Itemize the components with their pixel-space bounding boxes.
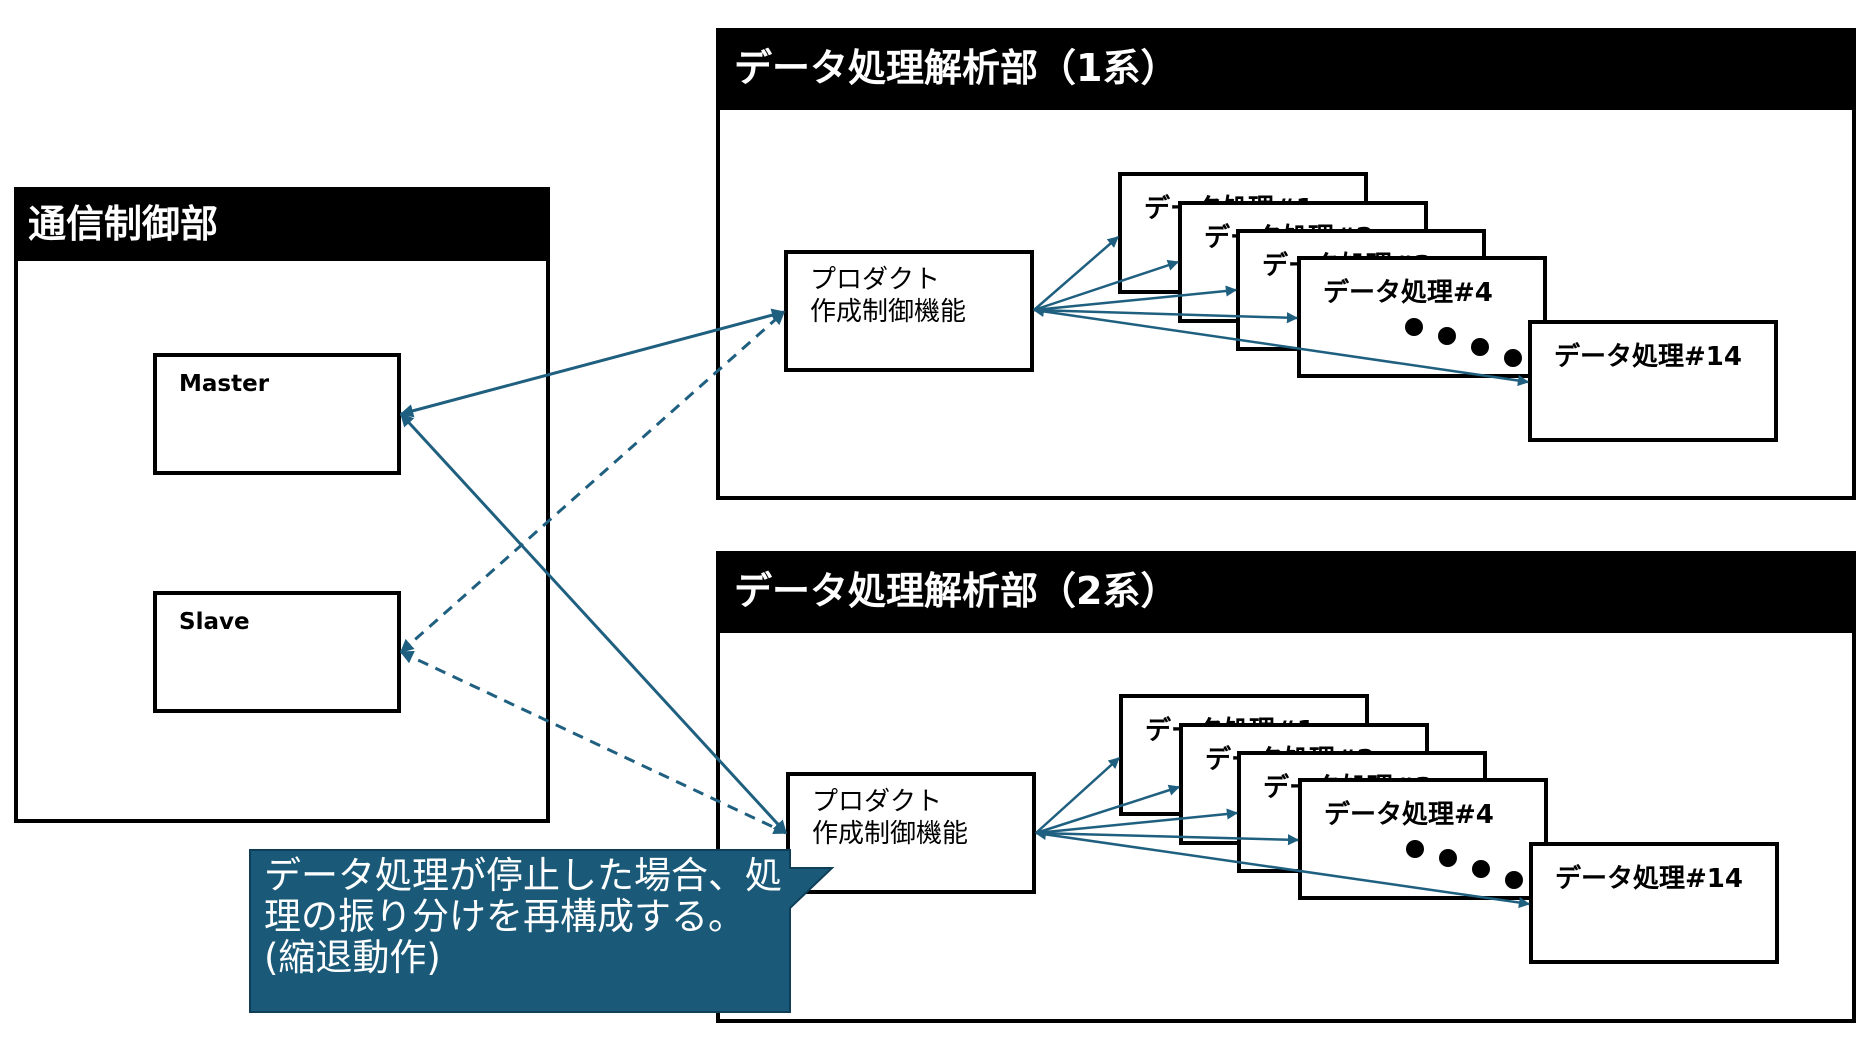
system2-product-line2: 作成制御機能 [812,819,969,849]
system2-title: データ処理解析部（2系） [720,555,1852,633]
system2-proc-4-label: データ処理#4 [1324,800,1494,830]
system1-product-control: プロダクト 作成制御機能 [784,250,1034,372]
master-label: Master [179,371,270,397]
system2-product-control: プロダクト 作成制御機能 [786,772,1036,894]
slave-box: Slave [153,591,401,713]
slave-label: Slave [179,609,250,635]
system1-proc-14: データ処理#14 [1528,320,1778,442]
system1-title: データ処理解析部（1系） [720,32,1852,110]
system1-proc-4-label: データ処理#4 [1323,278,1493,308]
comm-control-group: 通信制御部 [14,187,550,823]
system2-proc-14: データ処理#14 [1529,842,1779,964]
master-box: Master [153,353,401,475]
system1-product-line1: プロダクト [810,265,941,295]
system1-product-line2: 作成制御機能 [810,297,967,327]
system2-proc-14-label: データ処理#14 [1555,864,1743,894]
comm-control-title: 通信制御部 [18,191,546,261]
callout-text: データ処理が停止した場合、処理の振り分けを再構成する。(縮退動作) [264,854,782,979]
system1-proc-14-label: データ処理#14 [1554,342,1742,372]
system2-product-line1: プロダクト [812,787,943,817]
